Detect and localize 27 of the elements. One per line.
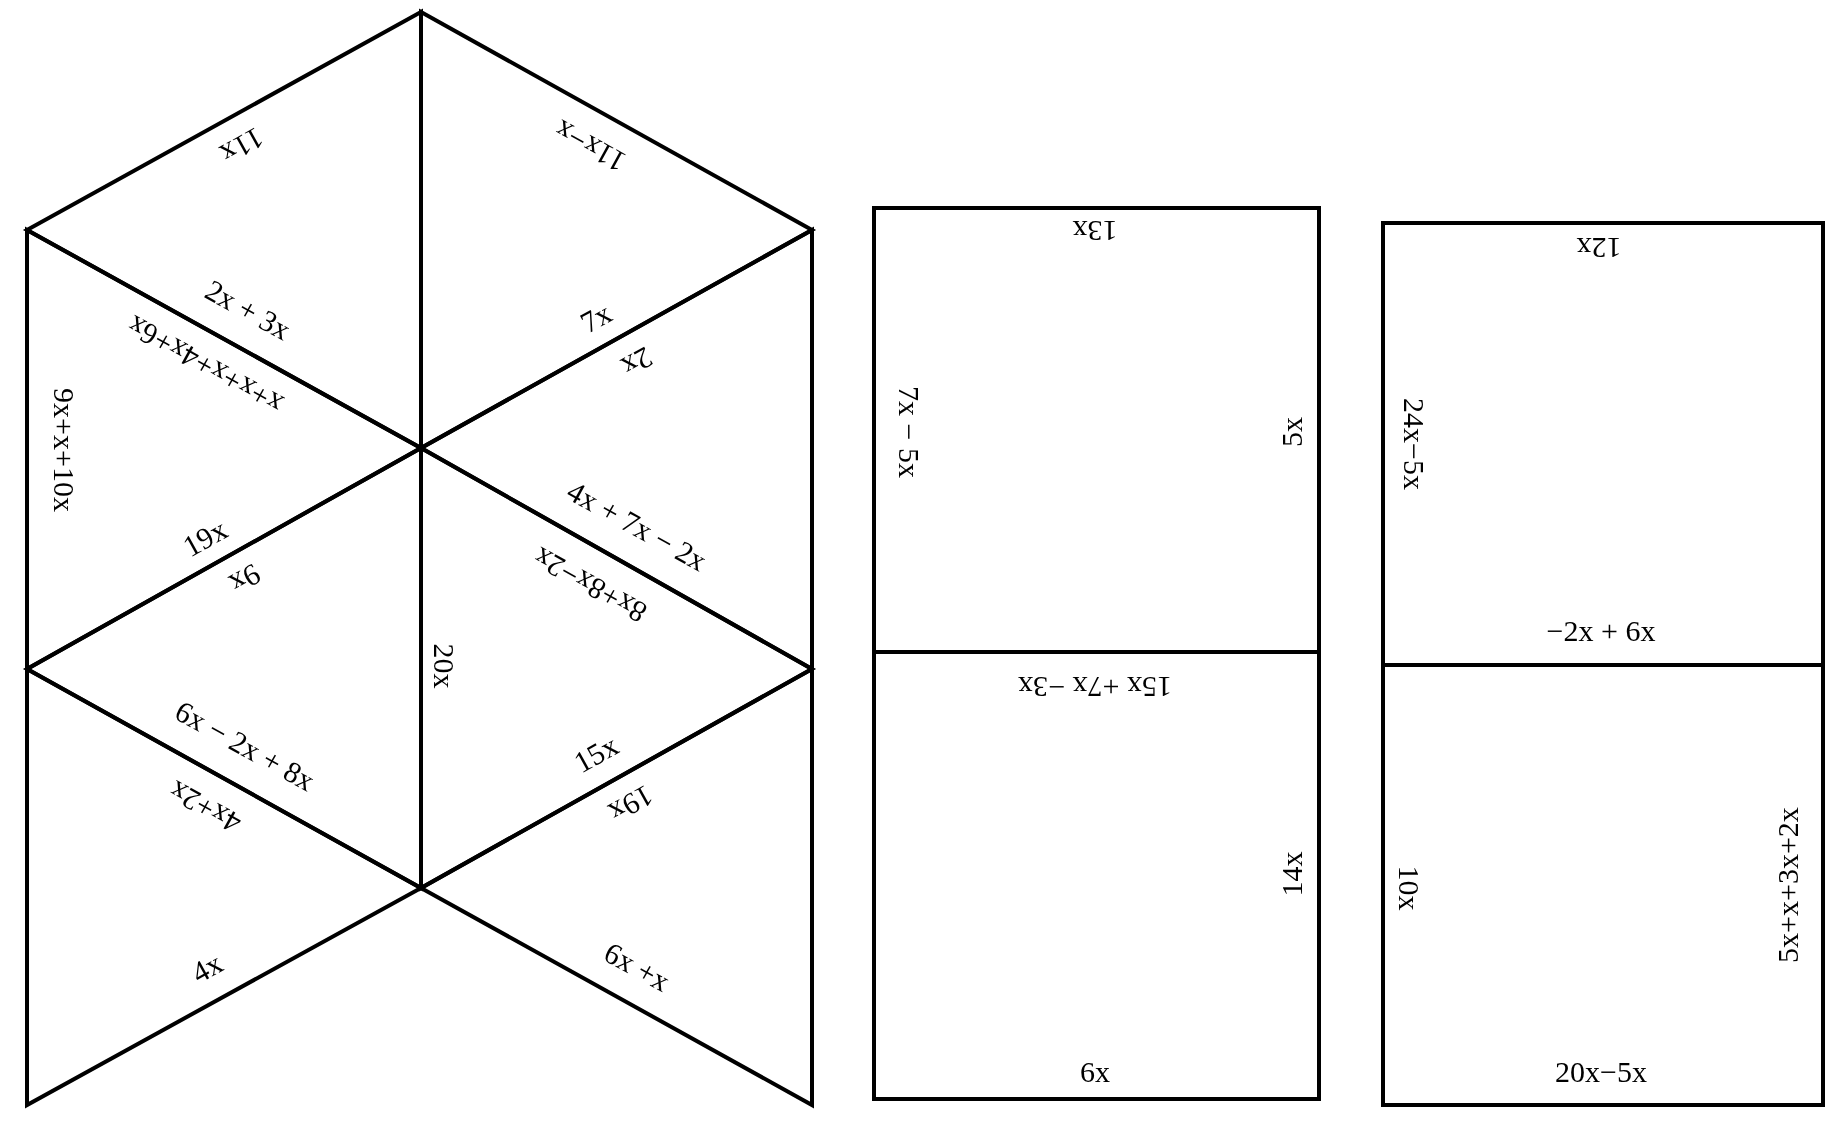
math-expression: 7x − 5x: [894, 386, 924, 478]
square-piece: [874, 652, 1319, 1099]
math-expression: 4x+2x: [164, 775, 246, 839]
math-expression: 19x: [604, 779, 658, 829]
math-expression: 4x: [186, 947, 228, 989]
math-expression: 15x +7x −3x: [1018, 672, 1172, 702]
math-expression: 5x: [1277, 417, 1307, 447]
math-expression: 20x: [429, 643, 459, 689]
math-expression: 11x: [215, 122, 269, 170]
math-expression: 2x: [616, 341, 658, 383]
square-piece: [1383, 665, 1823, 1105]
square-piece: [1383, 223, 1823, 665]
math-expression: 14x: [1277, 851, 1307, 897]
math-expression: 7x: [575, 297, 617, 339]
math-expression: 6x +x: [599, 937, 675, 997]
math-expression: 12x: [1576, 233, 1622, 263]
math-expression: 9x+x+10x: [49, 388, 79, 512]
square-piece: [874, 208, 1319, 652]
math-expression: 10x: [1394, 865, 1424, 911]
math-expression: 15x: [569, 729, 623, 779]
math-expression: 20x−5x: [1555, 1057, 1647, 1087]
math-expression: 11x−x: [549, 114, 631, 178]
math-expression: 24x−5x: [1399, 398, 1429, 490]
math-expression: 13x: [1072, 216, 1118, 246]
math-expression: 6x: [1080, 1057, 1110, 1087]
math-expression: 5x+x+3x+2x: [1773, 807, 1803, 963]
math-expression: −2x + 6x: [1546, 616, 1656, 646]
